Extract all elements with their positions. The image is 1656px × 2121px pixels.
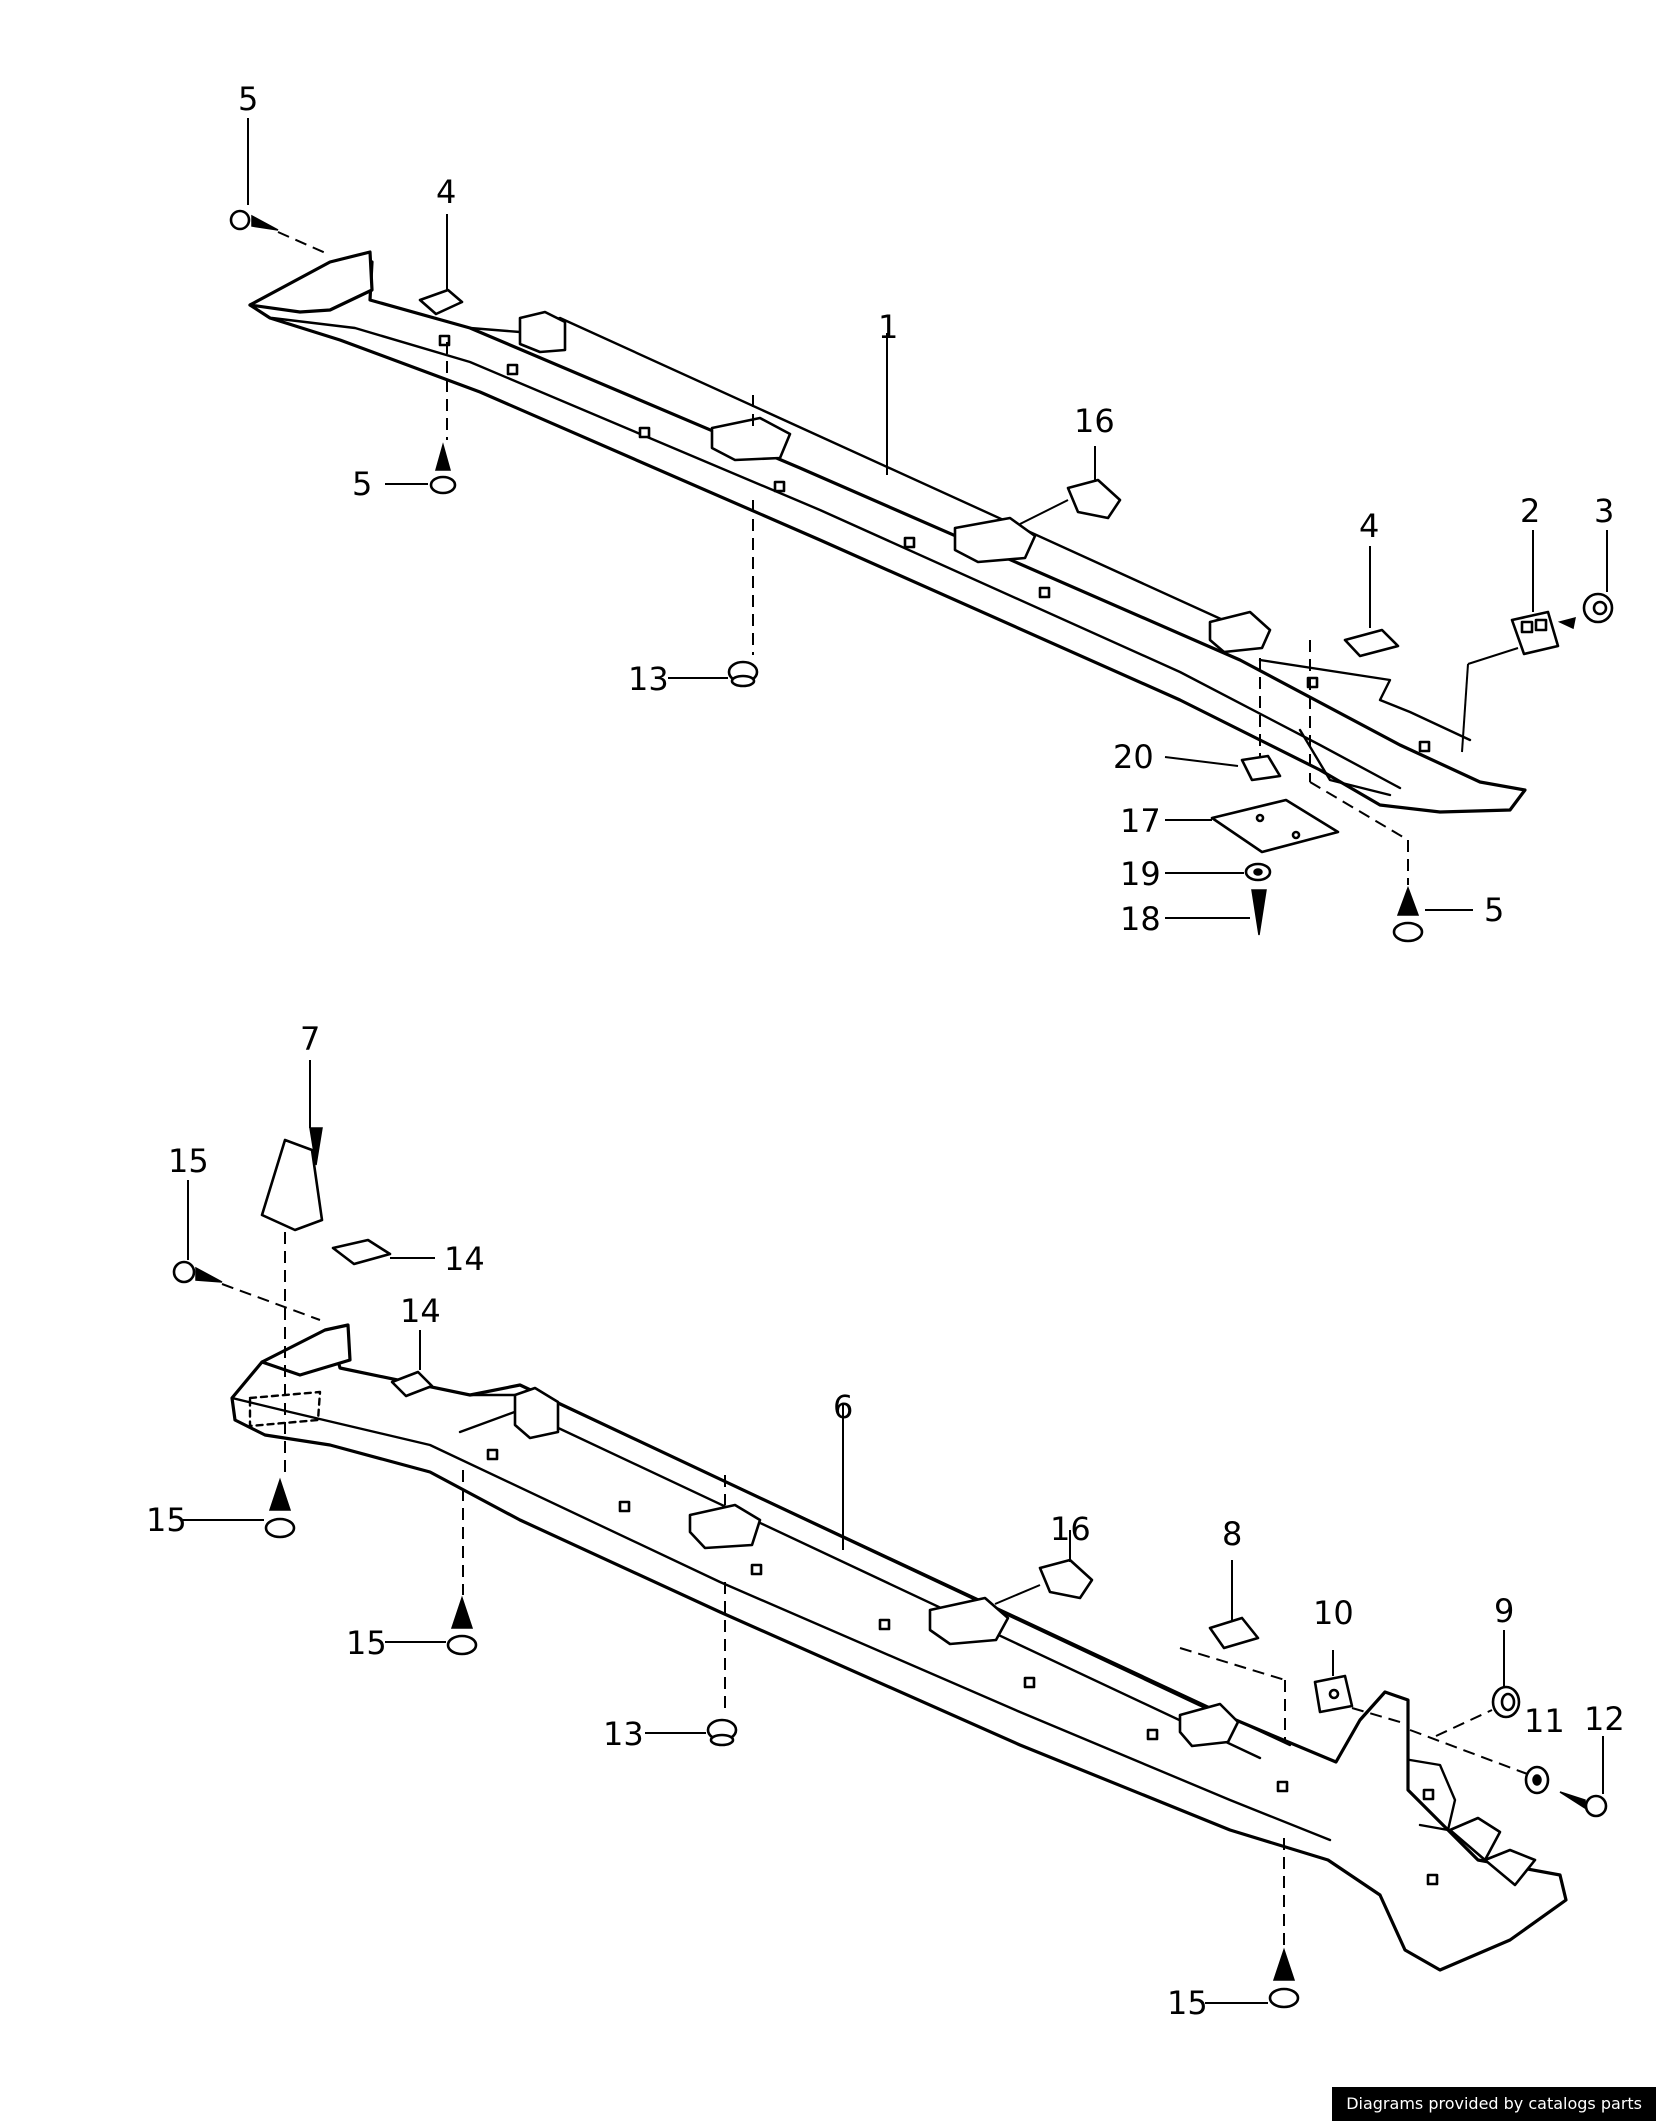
callout-19: 19 [1120, 855, 1161, 893]
callout-3: 3 [1594, 492, 1614, 530]
screw-5-top-icon [229, 209, 279, 231]
credit-label: Diagrams provided by catalogs parts [1332, 2087, 1656, 2121]
callout-16-upper: 16 [1074, 402, 1115, 440]
callout-10: 10 [1313, 1594, 1354, 1632]
rocker-panel-lower [230, 1323, 1568, 1972]
callout-13-upper: 13 [628, 660, 669, 698]
callout-5-left: 5 [352, 465, 372, 503]
rocker-panel-upper [248, 250, 1527, 814]
clip-8-icon [1208, 1616, 1260, 1650]
callout-4-right: 4 [1359, 507, 1379, 545]
callout-5-top: 5 [238, 80, 258, 118]
screw-5-right-icon [1392, 885, 1424, 943]
clip-16-lower-icon [1038, 1558, 1094, 1600]
washer-19-icon [1244, 862, 1272, 882]
clip-16-upper-icon [1066, 478, 1122, 520]
callout-15-top: 15 [168, 1142, 209, 1180]
screw-15-left-icon [264, 1477, 296, 1539]
clip-4-right-icon [1343, 628, 1400, 658]
clip-14-lower-icon [390, 1370, 434, 1398]
nut-13-lower-icon [706, 1718, 738, 1747]
callout-9: 9 [1494, 1592, 1514, 1630]
clip-20-icon [1240, 754, 1282, 782]
callout-15-right: 15 [1167, 1984, 1208, 2022]
clip-14-upper-icon [331, 1238, 392, 1266]
bracket-7-icon [260, 1127, 324, 1232]
callout-15-left: 15 [146, 1501, 187, 1539]
screw-15-top-icon [172, 1260, 223, 1284]
bracket-2-icon [1510, 610, 1576, 656]
callout-4-left: 4 [436, 173, 456, 211]
callout-5-right: 5 [1484, 891, 1504, 929]
clip-4-left-icon [418, 288, 464, 316]
washer-11-icon [1524, 1765, 1550, 1795]
screw-18-icon [1251, 889, 1267, 936]
callout-12: 12 [1584, 1700, 1625, 1738]
screw-5-left-icon [429, 442, 457, 495]
callout-6: 6 [833, 1388, 853, 1426]
cap-3-icon [1582, 592, 1614, 624]
callout-14-lower: 14 [400, 1292, 441, 1330]
cap-9-icon [1491, 1685, 1521, 1719]
screw-15-right-icon [1268, 1947, 1300, 2009]
callout-11: 11 [1524, 1702, 1565, 1740]
callout-18: 18 [1120, 900, 1161, 938]
callout-13-lower: 13 [603, 1715, 644, 1753]
nut-13-upper-icon [727, 660, 759, 688]
callout-1: 1 [878, 308, 898, 346]
callout-2: 2 [1520, 492, 1540, 530]
upper-leader-lines [247, 118, 1608, 919]
callout-16-lower: 16 [1050, 1510, 1091, 1548]
screw-12-icon [1559, 1791, 1608, 1818]
callout-8: 8 [1222, 1515, 1242, 1553]
callout-17: 17 [1120, 802, 1161, 840]
callout-14-right: 14 [444, 1240, 485, 1278]
screw-15-mid-icon [446, 1595, 478, 1656]
callout-7: 7 [300, 1020, 320, 1058]
bracket-10-icon [1313, 1674, 1354, 1714]
lower-leader-lines [183, 1060, 1604, 2004]
plate-17-icon [1210, 798, 1340, 854]
callout-15-mid: 15 [346, 1624, 387, 1662]
callout-20: 20 [1113, 738, 1154, 776]
